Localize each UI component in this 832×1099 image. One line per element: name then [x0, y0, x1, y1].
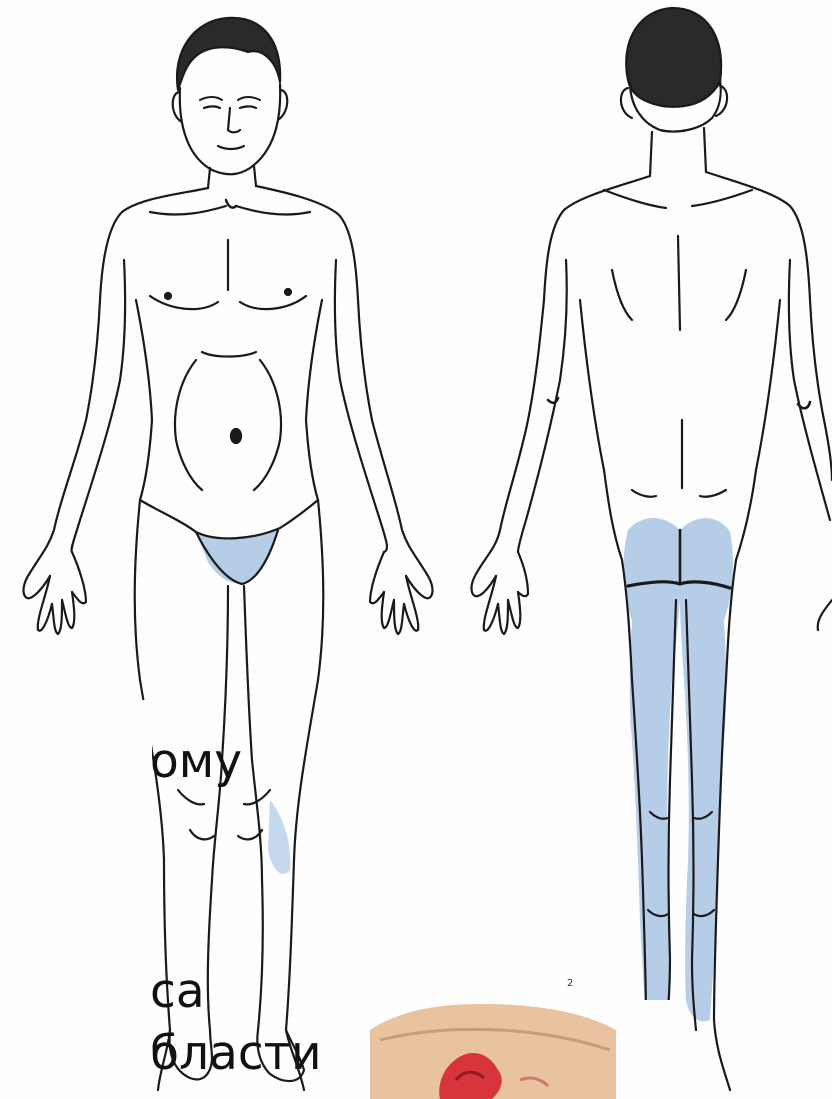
front-leg-left-inner: [208, 586, 228, 1030]
left-mask: [0, 700, 152, 1099]
back-figure: [472, 8, 832, 1090]
text-fragment-3: бласти: [150, 1030, 322, 1077]
inset-photo: [370, 1000, 676, 1099]
back-torso-left: [472, 176, 650, 596]
text-fragment-1: ому: [150, 738, 242, 785]
front-knee-highlight: [268, 800, 290, 874]
back-hair: [626, 8, 721, 107]
front-head: [180, 84, 280, 174]
front-hair: [177, 18, 280, 90]
front-leg-right-inner: [244, 586, 263, 1030]
front-leg-right-outer: [286, 500, 323, 1090]
back-buttock-highlight: [624, 518, 733, 1021]
text-fragment-2: са: [150, 968, 205, 1015]
back-torso-right: [706, 172, 832, 480]
inset-number: 2: [567, 978, 573, 989]
front-torso-right: [256, 186, 432, 598]
